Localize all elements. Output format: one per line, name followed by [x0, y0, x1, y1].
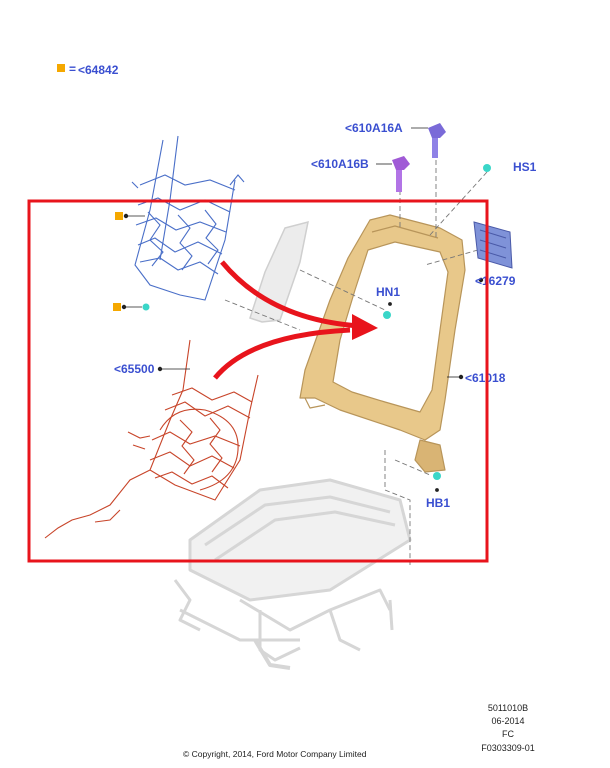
- seat-back-frame: [299, 214, 466, 473]
- highlight-arrow-lower: [213, 327, 351, 380]
- footer-reference: F0303309-01: [481, 743, 535, 753]
- footer-date: 06-2014: [491, 716, 524, 726]
- callout-hb1: HB1: [426, 496, 450, 510]
- seat-track-ghost: [173, 478, 412, 670]
- marker-spring-mat-upper-icon: [115, 212, 123, 220]
- callout-16279: <16279: [475, 274, 516, 288]
- highlight-box: [27, 199, 489, 563]
- module-16279-icon: [473, 221, 513, 269]
- callout-hn1: HN1: [376, 285, 400, 299]
- callout-leaders: [121, 127, 484, 492]
- footer-code: 5011010B: [488, 703, 528, 713]
- callout-hs1: HS1: [513, 160, 537, 174]
- legend-marker-icon: [57, 64, 65, 72]
- legend-part-number: <64842: [78, 63, 119, 77]
- legend-equals: =: [69, 62, 76, 76]
- footer-copyright: © Copyright, 2014, Ford Motor Company Li…: [183, 749, 367, 759]
- clip-hn1-icon: [383, 311, 391, 319]
- callout-610a16a: <610A16A: [345, 121, 403, 135]
- bolt-610a16b-icon: [392, 156, 410, 192]
- clip-hb1-icon: [433, 472, 441, 480]
- spring-mat: [131, 135, 245, 301]
- marker-spring-mat-lower-icon: [113, 303, 121, 311]
- clip-spring-mat-icon: [142, 303, 150, 311]
- callout-610a16b: <610A16B: [311, 157, 369, 171]
- callout-61018: <61018: [465, 371, 506, 385]
- clip-hs1-icon: [483, 164, 491, 172]
- footer-region: FC: [502, 729, 514, 739]
- callout-65500: <65500: [114, 362, 155, 376]
- bolt-610a16a-icon: [428, 123, 446, 158]
- heater-mat: [44, 339, 259, 539]
- highlight-arrow-upper: [220, 260, 378, 340]
